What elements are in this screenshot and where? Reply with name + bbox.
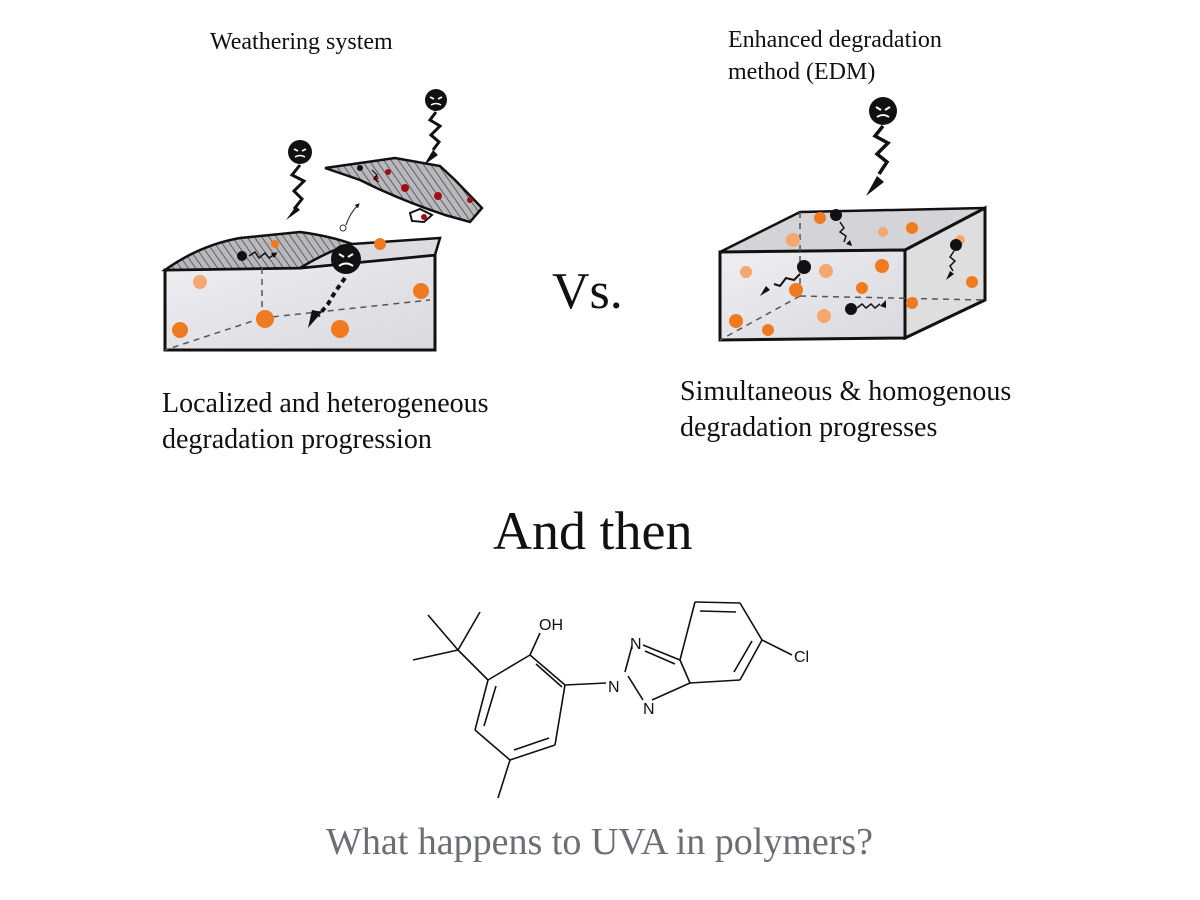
particle xyxy=(256,310,274,328)
left-panel-title: Weathering system xyxy=(210,29,393,55)
angry-radical-icon xyxy=(331,244,361,274)
nitrogen-label-2: N xyxy=(608,679,620,696)
particle xyxy=(331,320,349,338)
uv-radical-left-1 xyxy=(286,140,312,220)
particle xyxy=(271,240,279,248)
right-panel-caption-line2: degradation progresses xyxy=(680,412,938,443)
particle xyxy=(413,283,429,299)
and-then-label: And then xyxy=(493,501,693,561)
uva-molecule xyxy=(412,601,793,799)
small-fragment xyxy=(408,207,434,224)
right-panel-title-line1: Enhanced degradation xyxy=(728,27,942,53)
nitrogen-label-3: N xyxy=(643,701,655,718)
left-panel-caption-line2: degradation progression xyxy=(162,424,432,455)
particle xyxy=(193,275,207,289)
right-panel-title-line2: method (EDM) xyxy=(728,59,876,85)
particle xyxy=(172,322,188,338)
weathering-damaged-surface xyxy=(161,230,356,272)
right-panel-caption-line1: Simultaneous & homogenous xyxy=(680,376,1012,407)
particle xyxy=(374,238,386,250)
question-label: What happens to UVA in polymers? xyxy=(326,821,874,863)
oh-label: OH xyxy=(539,617,563,634)
weathering-block xyxy=(161,203,442,352)
radical-icon xyxy=(237,251,247,261)
polymer-fragment xyxy=(324,156,484,224)
chlorine-label: Cl xyxy=(794,649,809,666)
nitrogen-label-1: N xyxy=(630,636,642,653)
edm-block xyxy=(718,205,987,342)
uv-radical-left-2 xyxy=(424,89,447,165)
left-panel-caption-line1: Localized and heterogeneous xyxy=(162,388,489,419)
uv-radical-right xyxy=(866,97,897,196)
vs-label: Vs. xyxy=(552,263,623,320)
